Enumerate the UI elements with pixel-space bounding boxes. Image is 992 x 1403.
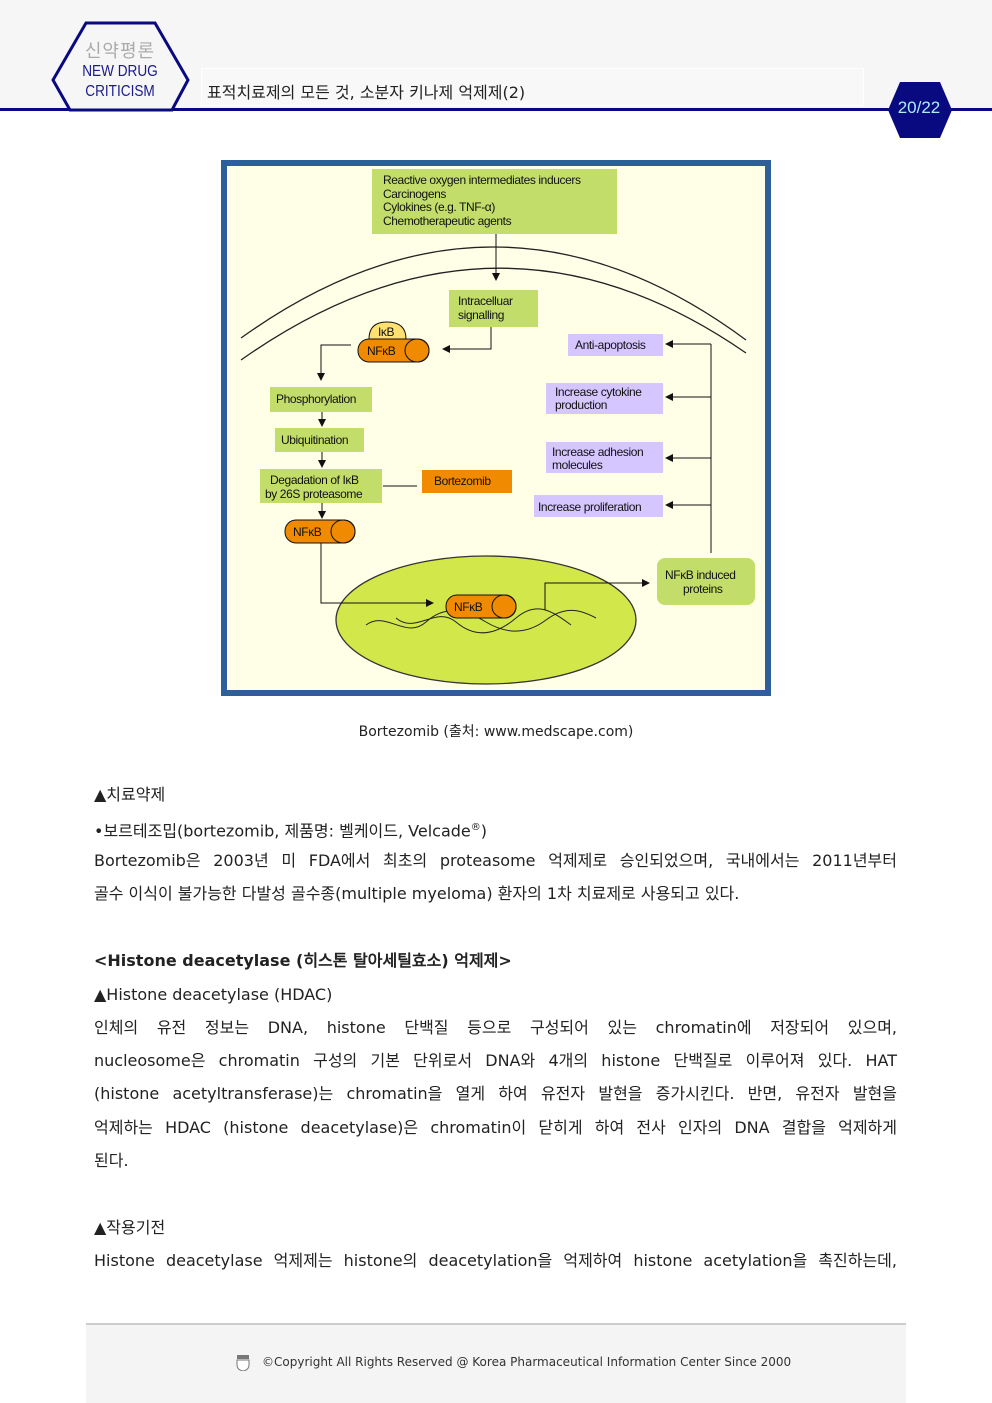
degradation-label-1: Degadation of IκB	[270, 473, 359, 487]
paragraph-line: 인체의 유전 정보는 DNA, histone 단백질 등으로 구성되어 있는 …	[94, 1018, 897, 1037]
bortezomib-label: Bortezomib	[434, 474, 491, 488]
cytokine-label-2: production	[555, 398, 607, 412]
registered-mark: ®	[470, 822, 481, 833]
drug-close: )	[480, 821, 487, 841]
stimulus-2: Carcinogens	[383, 187, 446, 201]
drug-line: •보르테조밉(bortezomib, 제품명: 벨케이드, Velcade®)	[94, 818, 897, 841]
phosphorylation-label: Phosphorylation	[276, 392, 356, 406]
heading-hdac: ▲Histone deacetylase (HDAC)	[94, 985, 333, 1004]
paragraph-line: Histone deacetylase 억제제는 histone의 deacet…	[94, 1251, 897, 1270]
stimulus-4: Chemotherapeutic agents	[383, 214, 512, 228]
paragraph-line: 골수 이식이 불가능한 다발성 골수종(multiple myeloma) 환자…	[94, 884, 740, 903]
page-badge-shape	[888, 82, 952, 138]
paragraph-line: 억제하는 HDAC (histone deacetylase)은 chromat…	[94, 1118, 897, 1137]
paragraph-line: (histone acetyltransferase)는 chromatin을 …	[94, 1084, 897, 1103]
shield-logo-icon	[236, 1355, 250, 1371]
figure-caption: Bortezomib (출처: www.medscape.com)	[358, 724, 634, 740]
ikb-label: IκB	[378, 325, 395, 339]
drug-name: •보르테조밉(bortezomib, 제품명: 벨케이드, Velcade	[94, 821, 471, 841]
nfkb-label-1: NFκB	[367, 344, 396, 358]
ubiquitination-label: Ubiquitination	[281, 433, 348, 447]
bortezomib-diagram: Reactive oxygen intermediates inducers C…	[221, 160, 771, 696]
intracellular-label-1: Intracelluar	[458, 294, 513, 308]
logo-frame	[51, 21, 190, 112]
anti-apoptosis-label: Anti-apoptosis	[575, 338, 646, 352]
paragraph-line: Bortezomib은 2003년 미 FDA에서 최초의 proteasome…	[94, 851, 897, 870]
degradation-label-2: by 26S proteasome	[265, 487, 363, 501]
paragraph-line: 된다.	[94, 1151, 129, 1170]
intracellular-label-2: signalling	[458, 308, 504, 322]
logo-en-2: CRITICISM	[85, 83, 155, 100]
stimulus-1: Reactive oxygen intermediates inducers	[383, 173, 581, 187]
header-rule	[0, 108, 992, 111]
nfkb-label-2: NFκB	[293, 525, 322, 539]
adhesion-label-2: molecules	[552, 458, 603, 472]
adhesion-label-1: Increase adhesion	[552, 445, 643, 459]
logo-korean: 신약평론	[84, 41, 156, 62]
logo-en-1: NEW DRUG	[82, 63, 158, 80]
induced-label-1: NFκB induced	[665, 568, 736, 582]
stimulus-3: Cylokines (e.g. TNF-α)	[383, 200, 495, 214]
paragraph-line: nucleosome은 chromatin 구성의 기본 단위로서 DNA와 4…	[94, 1051, 897, 1070]
section-heading: <Histone deacetylase (히스톤 탈아세틸효소) 억제제>	[94, 951, 512, 970]
page-number: 20/22	[897, 98, 941, 117]
document-title: 표적치료제의 모든 것, 소분자 키나제 억제제(2)	[201, 68, 864, 106]
proliferation-label: Increase proliferation	[538, 500, 641, 514]
induced-label-2: proteins	[683, 582, 723, 596]
cytokine-label-1: Increase cytokine	[555, 385, 642, 399]
logo: 신약평론 NEW DRUG CRITICISM	[70, 42, 170, 102]
heading-mechanism: ▲작용기전	[94, 1218, 166, 1237]
nfkb-label-3: NFκB	[454, 600, 483, 614]
copyright-text: ©Copyright All Rights Reserved @ Korea P…	[262, 1355, 792, 1369]
footer: ©Copyright All Rights Reserved @ Korea P…	[86, 1323, 906, 1403]
heading-drugs: ▲치료약제	[94, 785, 166, 804]
